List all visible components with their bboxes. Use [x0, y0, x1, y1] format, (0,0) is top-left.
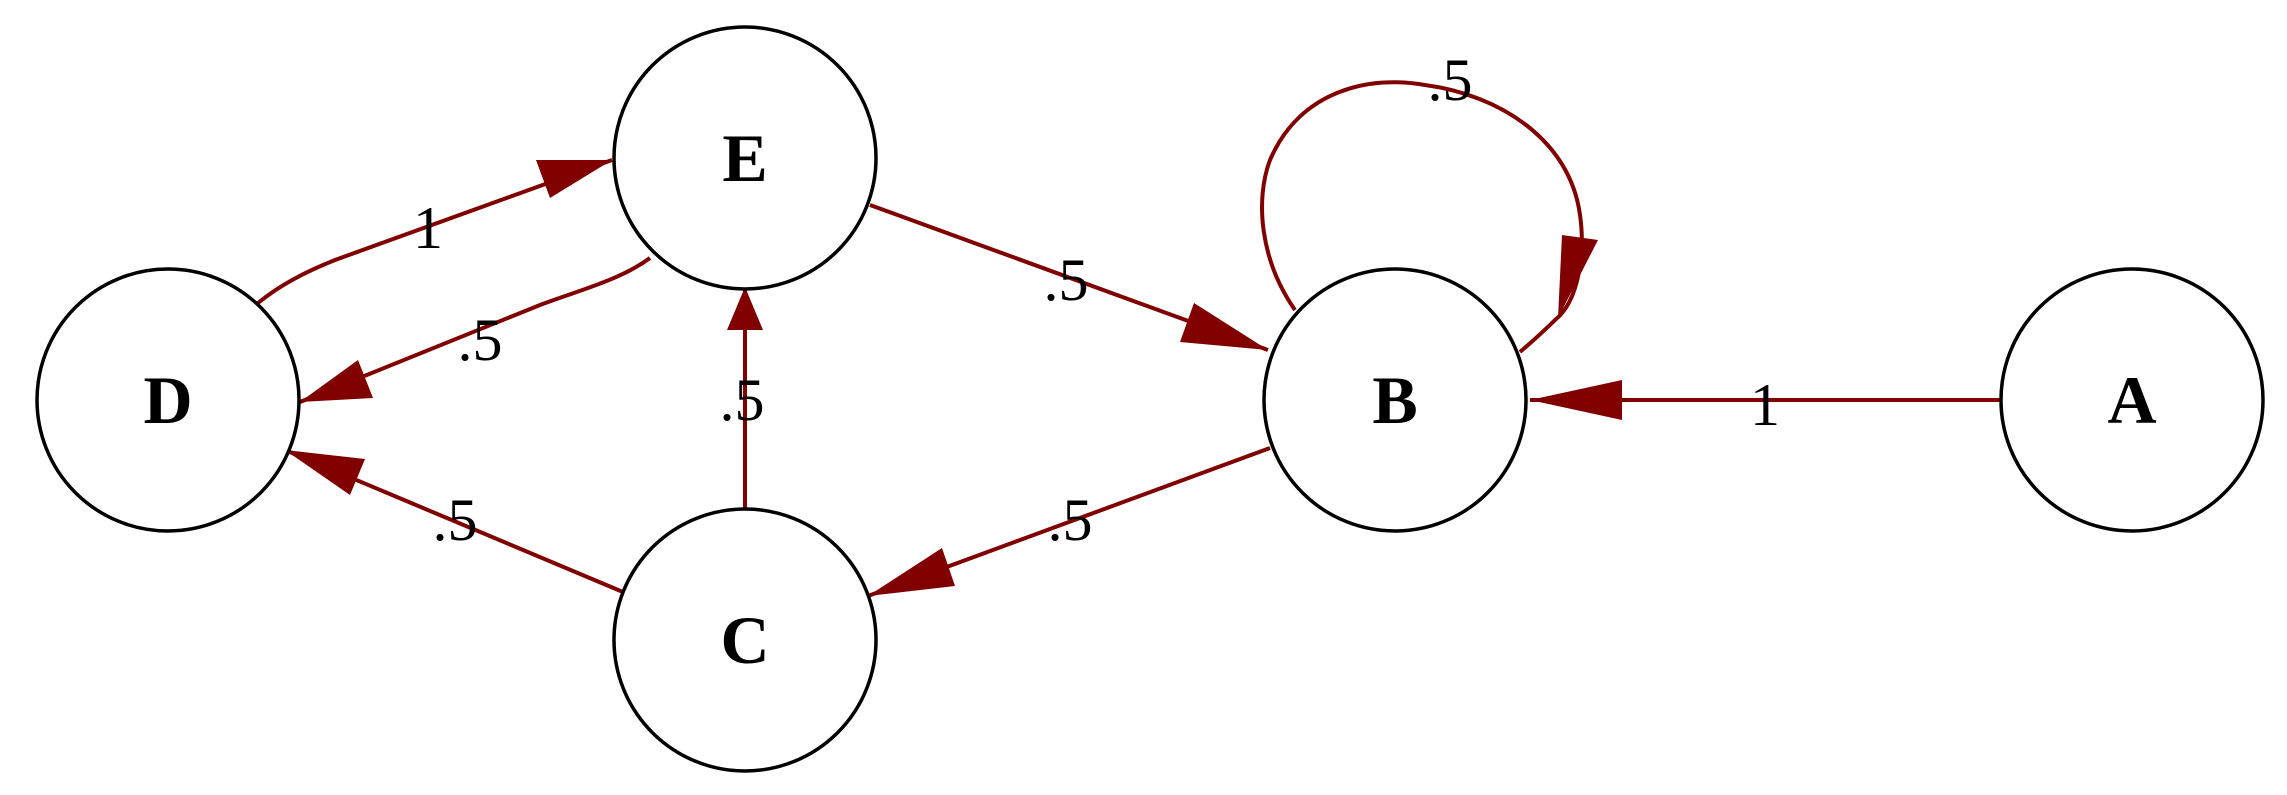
edge-b-b-arrowhead — [1558, 235, 1598, 318]
edge-e-d-arrowhead — [300, 360, 373, 402]
edge-c-d-label: .5 — [433, 487, 478, 553]
node-a-circle — [1999, 267, 2265, 533]
edge-e-d: .5 — [299, 256, 652, 404]
node-c-circle — [612, 507, 878, 773]
edge-c-e: .5 — [720, 287, 765, 510]
node-c-label: C — [720, 602, 769, 678]
edge-e-b-label: .5 — [1044, 247, 1089, 313]
node-e-circle — [612, 25, 878, 291]
node-a: A — [1999, 267, 2265, 533]
edge-e-b-arrowhead — [1180, 303, 1268, 350]
edge-b-c-arrowhead — [868, 548, 955, 596]
node-d: D — [35, 267, 301, 533]
edge-d-e-label: 1 — [413, 195, 443, 261]
edge-b-c: .5 — [867, 446, 1271, 598]
edge-d-e: 1 — [256, 158, 613, 305]
node-d-label: D — [143, 362, 192, 438]
edge-a-b-arrowhead — [1530, 380, 1622, 420]
node-d-circle — [35, 267, 301, 533]
edge-b-b-loop: .5 — [1260, 47, 1598, 354]
edge-b-b-line — [1260, 80, 1584, 354]
node-a-label: A — [2107, 362, 2156, 438]
edge-b-b-label: .5 — [1428, 47, 1473, 113]
node-b: B — [1262, 267, 1528, 533]
edge-e-d-line — [299, 256, 652, 404]
edge-e-d-label: .5 — [458, 307, 503, 373]
node-e: E — [612, 25, 878, 291]
edge-c-e-label: .5 — [720, 367, 765, 433]
edge-c-e-arrowhead — [727, 287, 763, 330]
node-c: C — [612, 507, 878, 773]
edge-d-e-line — [256, 158, 613, 305]
nodes-layer: A B C D E — [35, 25, 2265, 773]
node-e-label: E — [722, 120, 767, 196]
edge-c-d: .5 — [284, 448, 624, 594]
edge-c-d-arrowhead — [285, 450, 365, 495]
edge-a-b-label: 1 — [1750, 372, 1780, 438]
node-b-circle — [1262, 267, 1528, 533]
edge-b-c-label: .5 — [1048, 487, 1093, 553]
node-b-label: B — [1372, 362, 1417, 438]
edge-e-b: .5 — [869, 203, 1269, 352]
edge-a-b: 1 — [1530, 372, 2000, 438]
edges-layer: 1 .5 .5 .5 .5 .5 — [256, 47, 2000, 598]
edge-d-e-arrowhead — [536, 160, 612, 198]
